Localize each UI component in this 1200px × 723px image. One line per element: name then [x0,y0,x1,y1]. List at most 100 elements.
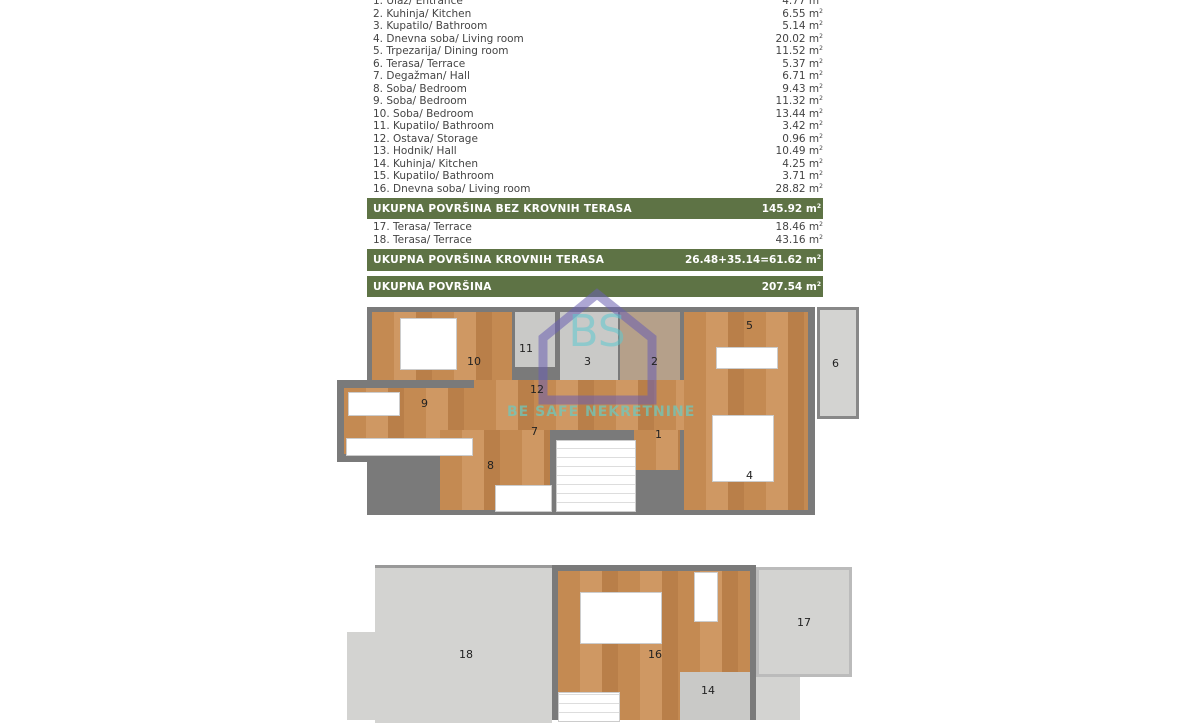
room-number: 17 [797,616,811,629]
table-row: 13. Hodnik/ Hall 10.49 m2 [367,145,823,158]
room-label: 10. Soba/ Bedroom [373,107,474,120]
total-roof-bar: UKUPNA POVRŠINA KROVNIH TERASA 26.48+35.1… [367,249,823,271]
room-label: 14. Kuhinja/ Kitchen [373,157,478,170]
dining-table [716,347,778,369]
room-area: 18.46 m2 [775,221,823,233]
table-row: 16. Dnevna soba/ Living room 28.82 m2 [367,183,823,196]
table-row: 2. Kuhinja/ Kitchen 6.55 m2 [367,8,823,21]
room-number: 2 [651,355,658,368]
table-row: 15. Kupatilo/ Bathroom 3.71 m2 [367,170,823,183]
room-number: 5 [746,319,753,332]
table-row: 6. Terasa/ Terrace 5.37 m2 [367,58,823,71]
total-without-roof-bar: UKUPNA POVRŠINA BEZ KROVNIH TERASA 145.92… [367,198,823,219]
room-label: 9. Soba/ Bedroom [373,95,467,107]
wall [430,460,440,515]
room-number: 10 [467,355,481,368]
room-number: 12 [530,383,544,396]
room-area: 0.96 m2 [782,132,823,145]
table-row: 10. Soba/ Bedroom 13.44 m2 [367,108,823,121]
watermark-text: BE SAFE NEKRETNINE [507,404,696,420]
room-17 [756,567,852,677]
room-area: 5.37 m2 [782,57,823,70]
table-row: 1. Ulaz/ Entrance 4.77 m2 [367,0,823,8]
room-label: 7. Degažman/ Hall [373,70,470,82]
room-label: 11. Kupatilo/ Bathroom [373,120,494,132]
table-row: 12. Ostava/ Storage 0.96 m2 [367,133,823,146]
room-label: 17. Terasa/ Terrace [373,221,472,233]
room-label: 13. Hodnik/ Hall [373,145,457,157]
room-area: 6.55 m2 [782,7,823,20]
room-area: 145.92 m2 [761,202,821,215]
room-number: 6 [832,357,839,370]
room-area: 13.44 m2 [775,107,823,120]
staircase [556,440,636,512]
watermark-logo: BS [538,288,657,405]
table-row: 14. Kuhinja/ Kitchen 4.25 m2 [367,158,823,171]
room-3 [560,312,618,380]
staircase [558,692,620,722]
table-row: 11. Kupatilo/ Bathroom 3.42 m2 [367,120,823,133]
room-area: 3.42 m2 [782,120,823,132]
room-number: 9 [421,397,428,410]
room-area: 43.16 m2 [775,233,823,246]
room-area: 4.25 m2 [782,157,823,170]
room-label: 1. Ulaz/ Entrance [373,0,463,7]
table-row: 17. Terasa/ Terrace 18.46 m2 [367,221,823,234]
room-label: UKUPNA POVRŠINA [373,280,492,293]
room-label: 6. Terasa/ Terrace [373,57,466,70]
room-label: 12. Ostava/ Storage [373,132,478,145]
table-row: 8. Soba/ Bedroom 9.43 m2 [367,83,823,96]
room-number: 8 [487,459,494,472]
room-1 [634,430,680,470]
room-14 [680,672,750,720]
room-number: 16 [648,648,662,661]
room-area: 6.71 m2 [782,70,823,82]
room-label: 3. Kupatilo/ Bathroom [373,20,488,32]
room-18 [347,632,377,720]
room-17 [756,677,800,720]
room-label: 2. Kuhinja/ Kitchen [373,7,472,20]
room-area: 3.71 m2 [782,170,823,182]
room-area: 4.77 m2 [782,0,823,7]
sofa [712,415,774,482]
room-area: 9.43 m2 [782,82,823,95]
room-18 [375,565,552,723]
room-area: 207.54 m2 [761,280,821,293]
room-label: 18. Terasa/ Terrace [373,233,472,246]
room-number: 18 [459,648,473,661]
room-area: 11.32 m2 [775,95,823,107]
dining-table [694,572,718,622]
room-area: 26.48+35.14=61.62 m2 [684,254,821,266]
room-11 [515,312,555,367]
wardrobe [495,485,552,512]
room-label: 4. Dnevna soba/ Living room [373,32,524,45]
room-number: 14 [701,684,715,697]
room-number: 11 [519,342,533,355]
table-row: 3. Kupatilo/ Bathroom 5.14 m2 [367,20,823,33]
room-label: UKUPNA POVRŠINA BEZ KROVNIH TERASA [373,202,632,215]
room-area: 10.49 m2 [775,145,823,157]
total-area-bar: UKUPNA POVRŠINA 207.54 m2 [367,276,823,297]
room-area: 11.52 m2 [775,45,823,57]
table-row: 5. Trpezarija/ Dining room 11.52 m2 [367,45,823,58]
room-label: 15. Kupatilo/ Bathroom [373,170,494,182]
table-row: 4. Dnevna soba/ Living room 20.02 m2 [367,33,823,46]
table-row: 9. Soba/ Bedroom 11.32 m2 [367,95,823,108]
room-area: 20.02 m2 [775,32,823,45]
room-label: 16. Dnevna soba/ Living room [373,182,531,195]
sofa [580,592,662,644]
room-label: 8. Soba/ Bedroom [373,82,467,95]
table-row: 7. Degažman/ Hall 6.71 m2 [367,70,823,83]
room-number: 7 [531,425,538,438]
table-row: 18. Terasa/ Terrace 43.16 m2 [367,234,823,247]
room-label: 5. Trpezarija/ Dining room [373,45,509,57]
room-number: 3 [584,355,591,368]
wardrobe [346,438,473,456]
room-6 [817,307,859,419]
room-label: UKUPNA POVRŠINA KROVNIH TERASA [373,254,605,266]
room-number: 4 [746,469,753,482]
room-area: 5.14 m2 [782,20,823,32]
bed [400,318,457,370]
desk [348,392,400,416]
room-area: 28.82 m2 [775,182,823,195]
